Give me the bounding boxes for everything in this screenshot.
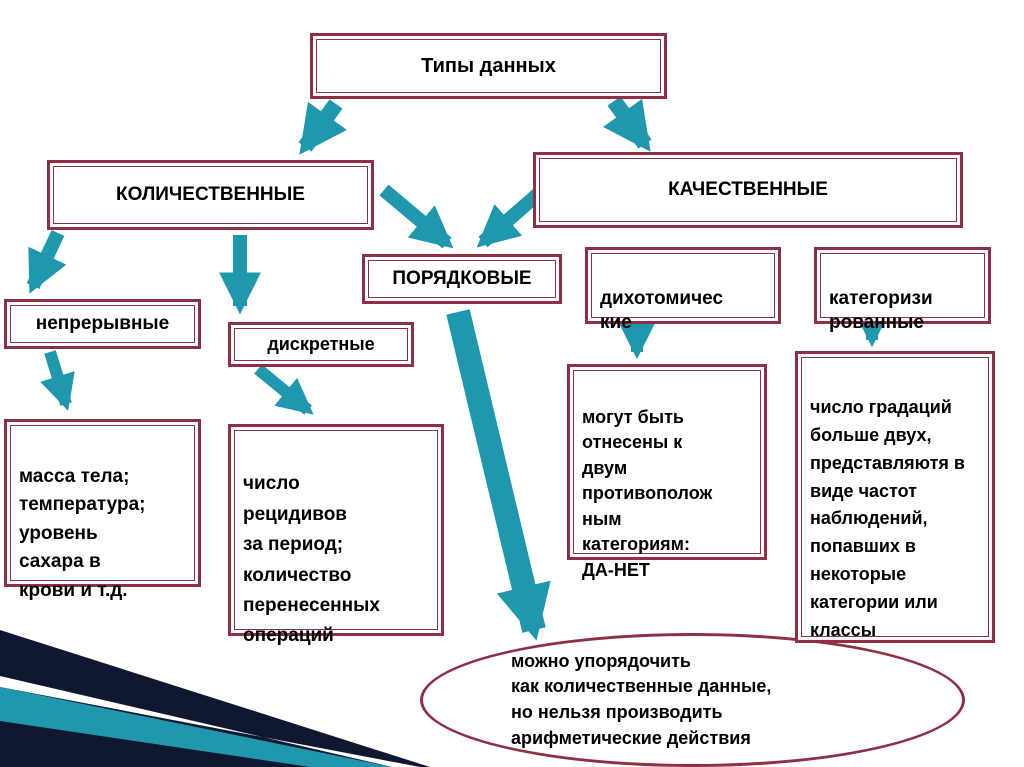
arrow-discrete-to-examples	[254, 364, 314, 415]
node-dichotomous-desc-label: могут быть отнесены к двум противополож …	[582, 406, 713, 580]
node-discrete: дискретные	[228, 322, 414, 367]
arrow-types-to-qualitative	[603, 96, 652, 152]
node-discrete-examples-label: число рецидивов за период; количество пе…	[243, 473, 380, 647]
node-types-label: Типы данных	[421, 54, 556, 77]
node-quantitative: КОЛИЧЕСТВЕННЫЕ	[47, 160, 374, 230]
node-categorized-desc: число градаций больше двух, представляют…	[795, 351, 995, 643]
node-continuous-examples-label: масса тела; температура; уровень сахара …	[19, 465, 146, 601]
node-categorized: категоризи рованные	[814, 247, 991, 333]
node-quantitative-label: КОЛИЧЕСТВЕННЫЕ	[116, 184, 305, 205]
node-continuous: непрерывные	[4, 299, 201, 349]
arrow-quantitative-to-ordinal	[379, 184, 454, 249]
node-categorized-desc-label: число градаций больше двух, представляют…	[810, 396, 965, 641]
node-continuous-label: непрерывные	[35, 313, 170, 334]
node-ordinal-note: можно упорядочить как количественные дан…	[420, 633, 965, 767]
node-dichotomous: дихотомичес кие	[585, 247, 781, 333]
node-ordinal: ПОРЯДКОВЫЕ	[362, 254, 562, 304]
node-discrete-label: дискретные	[267, 334, 375, 354]
node-qualitative-label: КАЧЕСТВЕННЫЕ	[668, 179, 828, 200]
node-dichotomous-desc: могут быть отнесены к двум противополож …	[567, 364, 767, 580]
node-discrete-examples: число рецидивов за период; количество пе…	[228, 424, 444, 646]
node-qualitative: КАЧЕСТВЕННЫЕ	[533, 152, 963, 228]
arrow-continuous-to-examples	[40, 350, 75, 411]
node-ordinal-label: ПОРЯДКОВЫЕ	[392, 268, 532, 289]
arrow-quantitative-to-continuous	[26, 230, 67, 294]
node-continuous-examples: масса тела; температура; уровень сахара …	[4, 419, 201, 601]
arrow-qualitative-to-ordinal	[476, 188, 543, 248]
node-dichotomous-label: дихотомичес кие	[600, 287, 724, 334]
node-types: Типы данных	[310, 33, 667, 99]
node-ordinal-note-label: можно упорядочить как количественные дан…	[511, 650, 772, 748]
arrow-ordinal-to-note	[446, 309, 551, 641]
node-categorized-label: категоризи рованные	[829, 287, 933, 334]
arrow-types-to-quantitative	[298, 99, 347, 155]
